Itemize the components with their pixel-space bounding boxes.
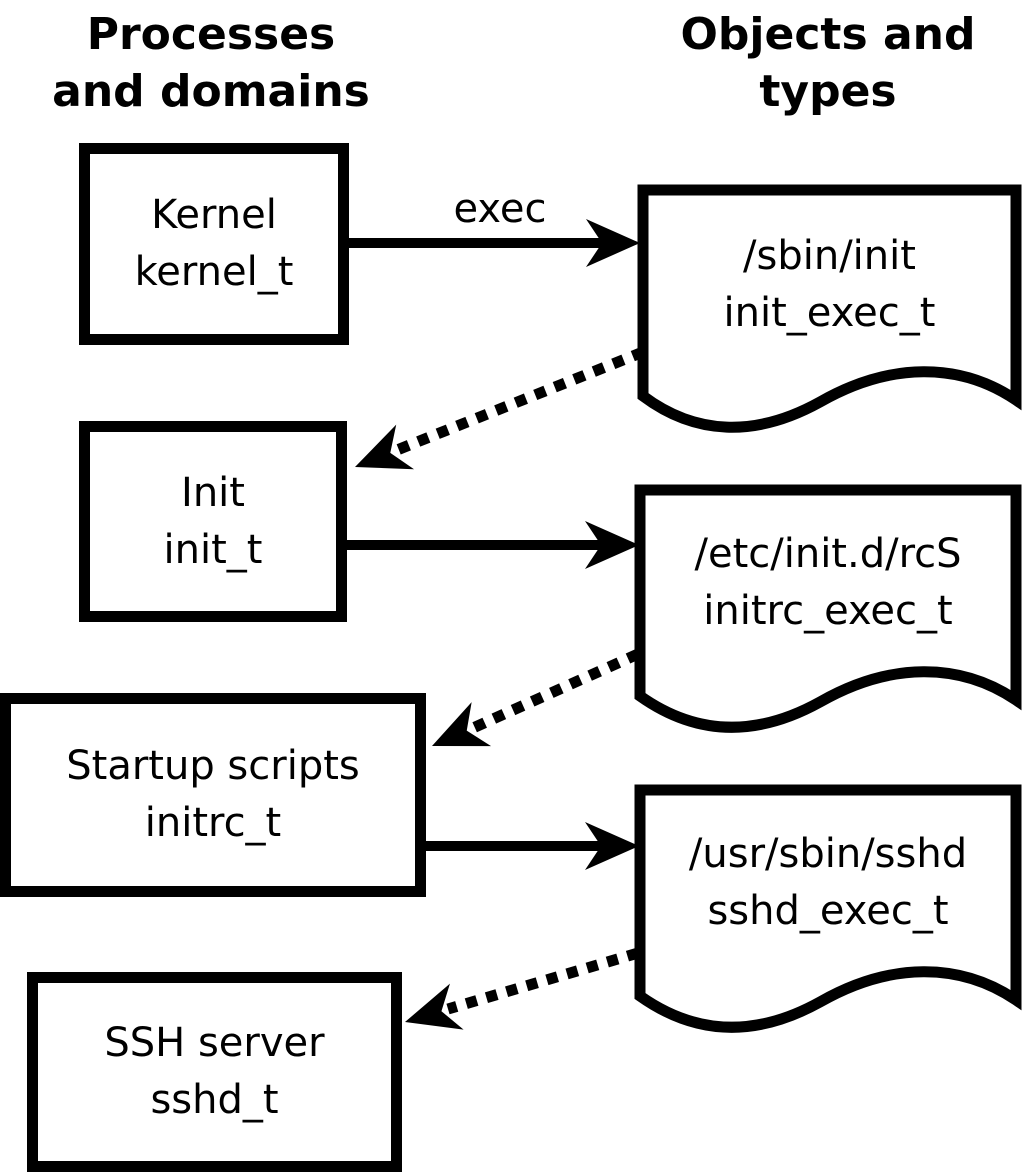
transition-arrowhead-sshd-to-sshserver	[405, 983, 464, 1030]
right-column-header: Objects and types	[648, 6, 1008, 120]
process-name: Kernel	[151, 192, 277, 238]
document-shape-sbin-init	[637, 184, 1022, 433]
exec-arrowhead-init-to-rcs	[585, 521, 639, 569]
object-label-etc-initd-rcs: /etc/init.d/rcS initrc_exec_t	[640, 490, 1016, 675]
object-type: initrc_exec_t	[703, 587, 953, 634]
exec-edge-label: exec	[453, 186, 547, 232]
left-column-header-line2: and domains	[52, 66, 370, 117]
process-domain: kernel_t	[134, 249, 294, 295]
process-box-init: Init init_t	[79, 421, 347, 622]
object-type: init_exec_t	[723, 290, 936, 336]
left-column-header: Processes and domains	[31, 6, 391, 120]
object-label-usr-sbin-sshd: /usr/sbin/sshd sshd_exec_t	[640, 790, 1016, 975]
object-label-sbin-init: /sbin/init init_exec_t	[643, 190, 1016, 380]
process-box-kernel: Kernel kernel_t	[79, 143, 349, 345]
transition-arrowhead-sbin-init-to-init	[355, 424, 415, 470]
object-path: /etc/init.d/rcS	[694, 530, 962, 577]
transition-arrowhead-rcs-to-startup	[432, 702, 492, 747]
object-path: /usr/sbin/sshd	[688, 830, 968, 877]
right-column-header-line1: Objects and	[680, 9, 976, 60]
transition-arrow-rcs-to-startup	[470, 648, 641, 734]
process-domain: init_t	[163, 526, 263, 573]
document-shapes	[634, 184, 1022, 1033]
right-column-header-line2: types	[759, 66, 897, 117]
process-box-ssh-server: SSH server sshd_t	[27, 972, 402, 1172]
transition-arrows	[355, 346, 646, 1030]
document-shape-usr-sbin-sshd	[634, 784, 1022, 1033]
process-name: Init	[181, 469, 245, 516]
object-type: sshd_exec_t	[707, 887, 949, 934]
process-domain: initrc_t	[144, 800, 282, 846]
exec-arrowhead-kernel-to-sbin-init	[586, 219, 640, 267]
object-path: /sbin/init	[743, 233, 916, 279]
exec-arrowhead-startup-to-sshd	[585, 822, 639, 870]
document-shape-etc-initd-rcs	[634, 484, 1022, 733]
process-box-startup-scripts: Startup scripts initrc_t	[0, 693, 426, 897]
transition-arrow-sshd-to-sshserver	[446, 947, 640, 1015]
process-domain: sshd_t	[150, 1077, 279, 1123]
process-name: SSH server	[104, 1020, 325, 1066]
exec-arrows	[342, 219, 640, 870]
transition-arrow-sbin-init-to-init	[394, 346, 646, 456]
process-name: Startup scripts	[66, 743, 360, 789]
left-column-header-line1: Processes	[86, 9, 336, 60]
